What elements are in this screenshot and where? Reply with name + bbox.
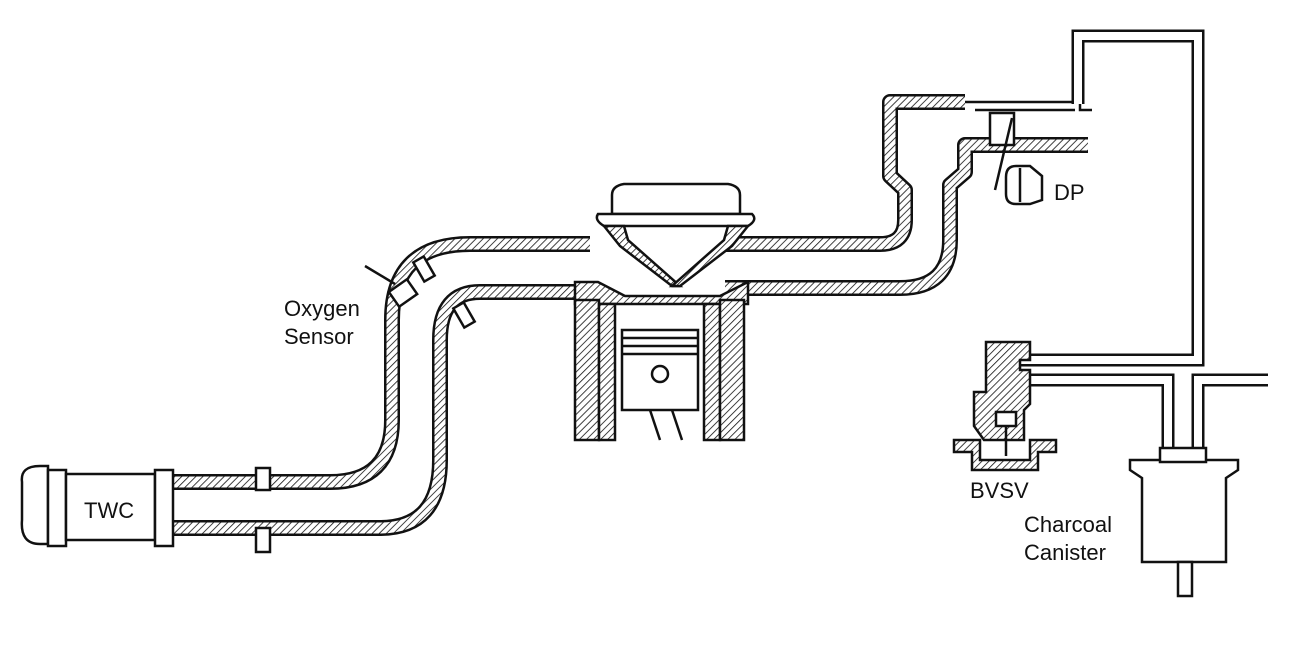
canister-body-icon: [1128, 458, 1240, 564]
throttle-dp-assembly: DP: [988, 111, 1085, 206]
dp-diaphragm-icon: [1004, 164, 1044, 206]
bvsv-valve: BVSV: [952, 340, 1058, 503]
oxygen-sensor-icon: [387, 277, 419, 309]
oxygen-sensor: Oxygen Sensor: [284, 254, 477, 349]
air-cleaner-icon: [610, 182, 742, 216]
bvsv-label: BVSV: [970, 478, 1029, 503]
oxygen-sensor-label-line1: Oxygen: [284, 296, 360, 321]
oxygen-sensor-label-line2: Sensor: [284, 324, 354, 349]
twc-converter: TWC: [20, 464, 175, 548]
canister-label-line2: Canister: [1024, 540, 1106, 565]
pipe-flange-lower: [254, 526, 272, 554]
engine-cylinder: [573, 182, 756, 442]
exhaust-pipe: [170, 236, 590, 554]
dp-label: DP: [1054, 180, 1085, 205]
canister-label-line1: Charcoal: [1024, 512, 1112, 537]
charcoal-canister: Charcoal Canister: [1024, 446, 1240, 598]
bvsv-element-icon: [994, 410, 1018, 428]
twc-label: TWC: [84, 498, 134, 523]
pipe-flange-upper: [254, 466, 272, 492]
vacuum-line: [1018, 29, 1268, 450]
intake-pipe: [725, 94, 1092, 296]
